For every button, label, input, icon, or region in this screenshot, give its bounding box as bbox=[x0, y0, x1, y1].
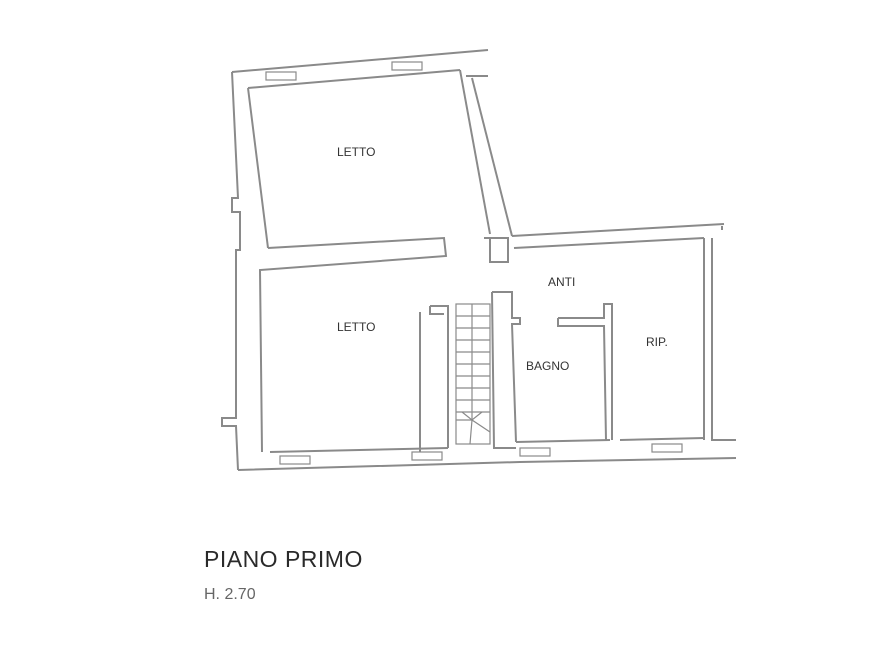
room-label-rip: RIP. bbox=[646, 335, 668, 349]
interior-walls bbox=[258, 236, 613, 453]
room-label-letto-2: LETTO bbox=[337, 320, 375, 334]
room-label-bagno: BAGNO bbox=[526, 359, 569, 373]
room-label-anti: ANTI bbox=[548, 275, 575, 289]
outer-walls bbox=[221, 49, 737, 471]
windows bbox=[265, 61, 683, 465]
plan-title: PIANO PRIMO bbox=[204, 546, 363, 572]
ceiling-height: H. 2.70 bbox=[204, 586, 256, 603]
room-label-letto-1: LETTO bbox=[337, 145, 375, 159]
staircase bbox=[455, 303, 491, 445]
